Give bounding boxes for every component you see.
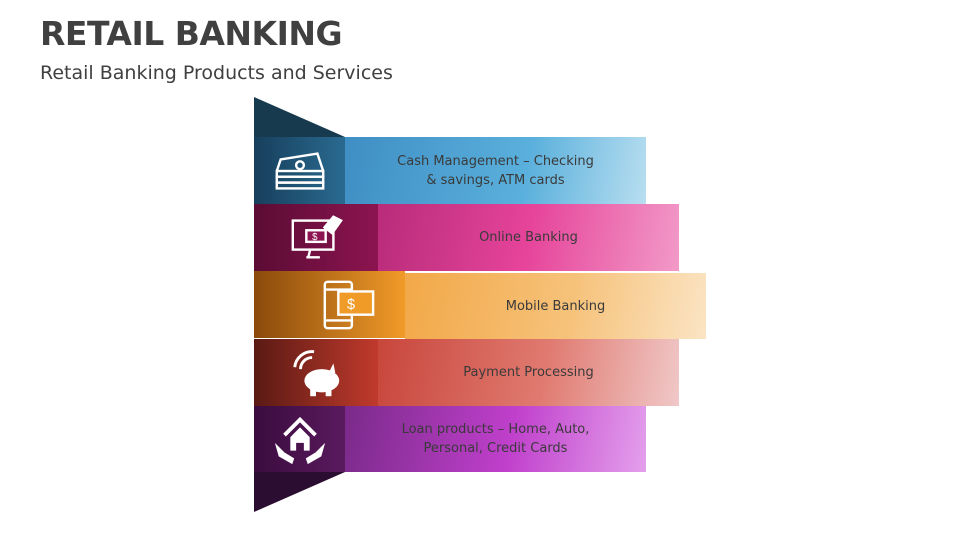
house-in-hands-icon [274,416,325,465]
online-banking-bar: Online Banking [378,204,679,271]
loan-products-icon-block [254,406,345,472]
cash-management-icon-block [254,137,345,204]
payment-processing-icon-block [254,339,378,406]
wireless-piggy-bank-icon [293,349,340,396]
computer-payment-icon: $ [291,214,343,259]
item-line1: Payment Processing [463,365,594,380]
cash-stack-icon [275,151,324,190]
page-title: RETAIL BANKING [40,14,343,53]
payment-processing-bar: Payment Processing [378,339,679,406]
mobile-payment-icon: $ [323,280,375,329]
item-line2: & savings, ATM cards [426,172,565,188]
mobile-banking-icon-block: $ [254,271,405,338]
cash-management-bar: Cash Management – Checking & savings, ATM… [345,137,646,204]
item-line2: Personal, Credit Cards [423,441,568,456]
loan-products-bar: Loan products – Home, Auto, Personal, Cre… [345,406,646,472]
mobile-banking-bar: Mobile Banking [405,273,706,339]
svg-text:$: $ [312,231,318,242]
item-line1: Cash Management – Checking [397,153,594,169]
page-subtitle: Retail Banking Products and Services [40,62,393,84]
online-banking-icon-block: $ [254,204,378,271]
svg-text:$: $ [347,296,355,312]
item-line1: Loan products – Home, Auto, [401,422,590,437]
item-line1: Mobile Banking [505,298,606,314]
item-line1: Online Banking [479,230,578,245]
